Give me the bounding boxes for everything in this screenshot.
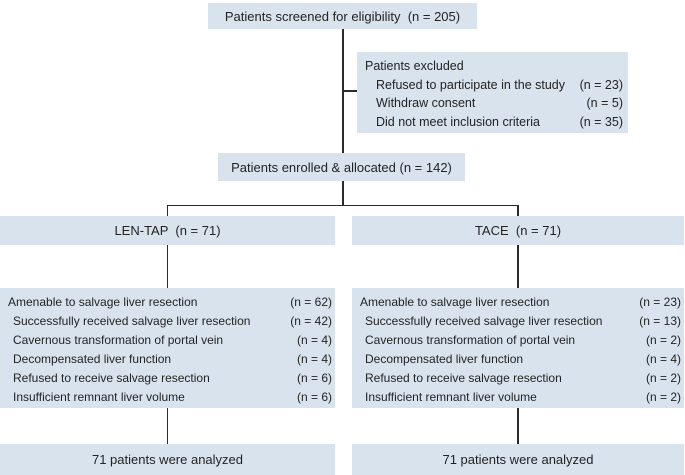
analyzed-tace-box: 71 patients were analyzed xyxy=(352,444,684,475)
detail-row: Amenable to salvage liver resection (n =… xyxy=(8,293,332,312)
row-label: Cavernous transformation of portal vein xyxy=(13,333,224,347)
row-label: Successfully received salvage liver rese… xyxy=(13,314,251,328)
row-count: (n = 4) xyxy=(296,352,332,366)
connector-split-to-tace xyxy=(517,204,519,216)
row-count: (n = 4) xyxy=(296,333,332,347)
detail-row: Decompensated liver function (n = 4) xyxy=(360,350,681,369)
enrolled-box: Patients enrolled & allocated (n = 142) xyxy=(218,153,465,181)
excluded-title: Patients excluded xyxy=(365,59,464,73)
detail-row: Successfully received salvage liver rese… xyxy=(360,312,681,331)
excluded-row: Withdraw consent (n = 5) xyxy=(365,94,623,113)
row-label: Did not meet inclusion criteria xyxy=(376,115,540,130)
row-count: (n = 5) xyxy=(586,96,623,111)
detail-row: Decompensated liver function (n = 4) xyxy=(8,350,332,369)
row-count: (n = 62) xyxy=(290,295,332,309)
row-count: (n = 4) xyxy=(645,352,681,366)
detail-row: Refused to receive salvage resection (n … xyxy=(8,369,332,388)
row-count: (n = 13) xyxy=(639,314,681,328)
connector-enrolled-to-split xyxy=(342,181,344,206)
row-label: Insufficient remnant liver volume xyxy=(365,390,537,404)
row-label: Decompensated liver function xyxy=(365,352,524,366)
arm-tace-box: TACE (n = 71) xyxy=(352,216,684,245)
row-count: (n = 2) xyxy=(645,333,681,347)
row-count: (n = 35) xyxy=(579,115,623,130)
connector-to-excluded xyxy=(343,90,358,92)
row-label: Cavernous transformation of portal vein xyxy=(365,333,576,347)
analyzed-len-tap-box: 71 patients were analyzed xyxy=(0,444,335,475)
row-label: Insufficient remnant liver volume xyxy=(13,390,185,404)
row-label: Decompensated liver function xyxy=(13,352,172,366)
row-label: Withdraw consent xyxy=(376,96,476,111)
row-count: (n = 6) xyxy=(296,390,332,404)
detail-len-tap-box: Amenable to salvage liver resection (n =… xyxy=(0,288,335,408)
detail-row: Insufficient remnant liver volume (n = 2… xyxy=(360,388,681,407)
connector-split-to-lentap xyxy=(166,204,168,216)
row-count: (n = 2) xyxy=(645,371,681,385)
detail-row: Amenable to salvage liver resection (n =… xyxy=(360,293,681,312)
connector-split-horizontal xyxy=(166,204,519,206)
arm-len-tap-box: LEN-TAP (n = 71) xyxy=(0,216,335,245)
connector-screened-to-enrolled xyxy=(342,29,344,153)
connector-detail-to-analyzed-left xyxy=(166,408,168,444)
row-label: Refused to receive salvage resection xyxy=(13,371,210,385)
detail-tace-box: Amenable to salvage liver resection (n =… xyxy=(352,288,684,408)
detail-row: Cavernous transformation of portal vein … xyxy=(360,331,681,350)
connector-tace-to-detail xyxy=(517,245,519,288)
row-count: (n = 23) xyxy=(639,295,681,309)
row-label: Refused to participate in the study xyxy=(376,77,566,92)
screened-box: Patients screened for eligibility (n = 2… xyxy=(208,3,477,29)
row-count: (n = 23) xyxy=(579,77,623,92)
excluded-box: Patients excluded Refused to participate… xyxy=(357,52,628,133)
connector-detail-to-analyzed-right xyxy=(517,408,519,444)
detail-row: Cavernous transformation of portal vein … xyxy=(8,331,332,350)
row-label: Refused to receive salvage resection xyxy=(365,371,562,385)
row-label: Amenable to salvage liver resection xyxy=(360,295,550,309)
row-label: Successfully received salvage liver rese… xyxy=(365,314,603,328)
row-count: (n = 2) xyxy=(645,390,681,404)
row-count: (n = 6) xyxy=(296,371,332,385)
detail-row: Refused to receive salvage resection (n … xyxy=(360,369,681,388)
row-count: (n = 42) xyxy=(290,314,332,328)
row-label: Amenable to salvage liver resection xyxy=(8,295,198,309)
connector-lentap-to-detail xyxy=(166,245,168,288)
excluded-row: Did not meet inclusion criteria (n = 35) xyxy=(365,113,623,132)
excluded-row: Refused to participate in the study (n =… xyxy=(365,76,623,95)
detail-row: Insufficient remnant liver volume (n = 6… xyxy=(8,388,332,407)
detail-row: Successfully received salvage liver rese… xyxy=(8,312,332,331)
